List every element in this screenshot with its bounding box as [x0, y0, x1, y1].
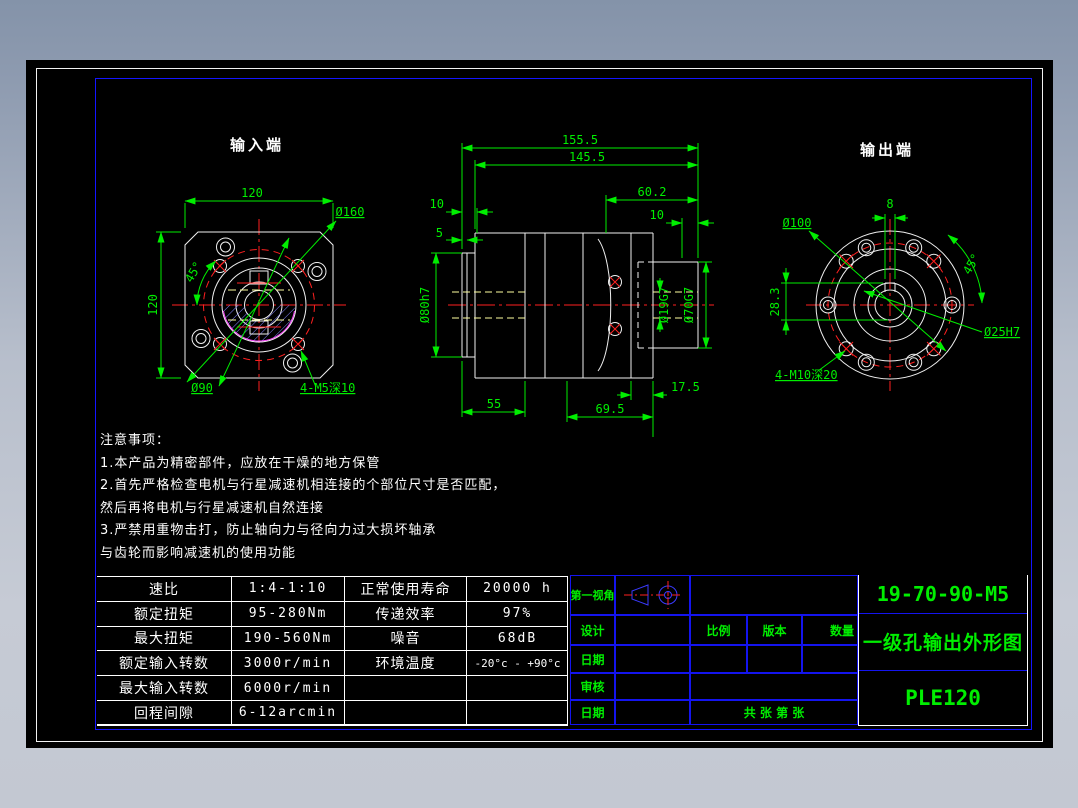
spec-label: 速比	[97, 577, 232, 602]
notes-line: 2.首先严格检查电机与行星减速机相连接的个部位尺寸是否匹配，	[100, 478, 507, 494]
first-angle-symbol	[624, 581, 680, 609]
drawing-outer-frame	[36, 68, 1043, 742]
tb-qty-value	[802, 645, 858, 673]
side-dimensions	[431, 143, 714, 437]
dim-output-bolt-circle: Ø100	[783, 216, 812, 230]
spec-label: 额定输入转数	[97, 651, 232, 677]
title-block-right: 19-70-90-M5 一级孔输出外形图 PLE120	[858, 575, 1028, 726]
tb-date2-value	[615, 700, 690, 725]
dim-side-pilot: Ø80h7	[418, 287, 432, 323]
dim-side-175: 17.5	[671, 380, 700, 394]
spec-value: 95-280Nm	[232, 601, 345, 627]
spec-label	[345, 676, 467, 701]
tb-version-label: 版本	[747, 615, 802, 645]
dim-output-key-width: 8	[886, 197, 893, 211]
tb-scale-label: 比例	[690, 615, 747, 645]
spec-label: 噪音	[345, 626, 467, 652]
spec-value	[467, 676, 568, 701]
spec-label: 最大输入转数	[97, 676, 232, 701]
dim-side-total: 155.5	[562, 133, 598, 147]
tb-model: PLE120	[905, 685, 981, 710]
spec-value: 20000 h	[467, 577, 568, 602]
tb-design-label: 设计	[570, 615, 615, 645]
first-angle-label: 第一视角	[570, 575, 615, 615]
spec-label: 正常使用寿命	[345, 577, 467, 602]
dim-side-55: 55	[487, 397, 501, 411]
dim-side-front: 60.2	[638, 185, 667, 199]
spec-label: 传递效率	[345, 601, 467, 627]
dim-output-angle: 45°	[960, 251, 983, 277]
input-view: 120 120 45° Ø160 Ø90 4-M5深10	[146, 186, 364, 395]
tb-date-value	[615, 645, 690, 673]
cad-canvas[interactable]	[26, 60, 1053, 748]
notes-title: 注意事项：	[100, 433, 171, 448]
first-angle-symbol-cell	[615, 575, 690, 615]
dim-side-body: 145.5	[569, 150, 605, 164]
spec-value	[467, 701, 568, 726]
dim-output-key-height: 28.3	[768, 288, 782, 317]
spec-label: 环境温度	[345, 651, 467, 677]
tb-design-value	[615, 615, 690, 645]
title-block: 第一视角 设计 比例 版本 数量 日期 审核 日期 共 张 第 张	[570, 575, 1028, 725]
notes-block: 注意事项： 1.本产品为精密部件，应放在干燥的地方保管 2.首先严格检查电机与行…	[100, 430, 570, 566]
notes-line: 与齿轮而影响减速机的使用功能	[100, 545, 297, 561]
notes-line: 然后再将电机与行星减速机自然连接	[100, 500, 325, 516]
dim-input-holes: 4-M5深10	[300, 381, 355, 395]
spec-value: 3000r/min	[232, 651, 345, 677]
spec-table: 速比 1:4-1:10 正常使用寿命 20000 h 额定扭矩 95-280Nm…	[97, 576, 568, 726]
side-outline	[461, 232, 699, 379]
side-view: 155.5 145.5 60.2 10 5 10 55 69.5 17.5 Ø8…	[418, 133, 714, 437]
spec-value: 6000r/min	[232, 676, 345, 701]
output-dimensions	[781, 214, 986, 372]
dim-input-bolt-circle: Ø90	[191, 381, 213, 395]
dim-input-height: 120	[146, 294, 160, 316]
dim-side-bore: Ø19G7	[657, 287, 671, 323]
spec-value: 1:4-1:10	[232, 577, 345, 602]
drawing-inner-frame	[95, 78, 1032, 730]
dim-side-695: 69.5	[596, 402, 625, 416]
spec-value: -20°c - +90°c	[467, 651, 568, 677]
notes-line: 1.本产品为精密部件，应放在干燥的地方保管	[100, 455, 381, 471]
tb-version-value	[747, 645, 802, 673]
dim-side-5: 5	[436, 226, 443, 240]
spec-value: 190-560Nm	[232, 626, 345, 652]
dim-output-holes: 4-M10深20	[775, 368, 838, 382]
tb-audit-value	[615, 673, 690, 700]
tb-date2-label: 日期	[570, 700, 615, 725]
spec-label: 回程间隙	[97, 700, 232, 726]
dim-input-width: 120	[241, 186, 263, 200]
spec-label: 额定扭矩	[97, 601, 232, 627]
spec-label	[345, 700, 467, 726]
tb-audit-label: 审核	[570, 673, 615, 700]
tb-qty-label: 数量	[802, 615, 858, 645]
input-dimensions	[156, 197, 337, 388]
output-view: 8 Ø100 45° 28.3 Ø25H7 4-M10深20	[768, 197, 1020, 391]
tb-sheet-label: 共 张 第 张	[690, 700, 858, 725]
dim-input-outer-dia: Ø160	[336, 205, 365, 219]
notes-line: 3.严禁用重物击打，防止轴向力与径向力过大损坏轴承	[100, 523, 437, 539]
spec-value: 97%	[467, 602, 568, 627]
tb-part-code: 19-70-90-M5	[859, 575, 1027, 614]
spec-value: 68dB	[467, 627, 568, 652]
dim-side-left10: 10	[430, 197, 444, 211]
tb-scale-value	[690, 645, 747, 673]
input-view-title: 输入端	[230, 136, 285, 154]
output-view-title: 输出端	[860, 141, 915, 159]
tb-empty	[690, 575, 858, 615]
tb-date-label: 日期	[570, 645, 615, 673]
dim-side-hub: Ø70G7	[682, 287, 696, 323]
dim-side-right10: 10	[650, 208, 664, 222]
side-hidden-lines	[452, 291, 698, 319]
spec-value: 6-12arcmin	[232, 700, 345, 726]
dim-output-bore: Ø25H7	[984, 325, 1020, 339]
spec-label: 最大扭矩	[97, 626, 232, 652]
tb-drawing-title: 一级孔输出外形图	[859, 613, 1027, 671]
side-hole-marks	[609, 276, 621, 335]
tb-empty	[690, 673, 858, 700]
